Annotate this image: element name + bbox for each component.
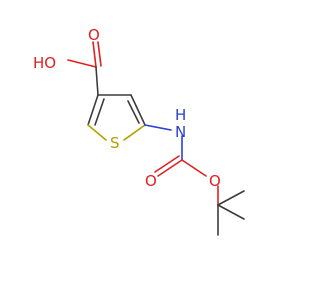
bond-c-oh — [67, 59, 97, 68]
label-amide-h: H — [175, 106, 186, 124]
bond-c-o-double-carbamate-b — [154, 155, 180, 173]
bond-c-o-double-b — [97, 41, 102, 67]
bond-c5-n — [144, 124, 172, 131]
carboxylic-acid-group — [67, 41, 102, 96]
bond-c5-c4 — [130, 94, 146, 126]
bond-c3-c2 — [87, 94, 99, 126]
label-carbamate-o-ester: O — [209, 172, 221, 190]
bond-c2-s — [87, 124, 107, 141]
tert-butyl-group — [217, 190, 245, 236]
label-carbamate-o-double: O — [145, 172, 157, 190]
molecule-structure: HO O S N H O O — [33, 26, 245, 236]
bond-tbu-me1 — [217, 190, 245, 206]
label-amide-n: N — [175, 123, 186, 141]
bond-c-o-ester — [181, 159, 207, 177]
label-ring-s: S — [110, 134, 120, 152]
carbamate-group — [154, 155, 219, 206]
thiophene-ring — [87, 94, 146, 141]
bond-c5-c4-inner — [127, 100, 140, 124]
bond-tbu-me2 — [217, 204, 245, 220]
bond-acid-ring — [95, 66, 99, 96]
bond-s-c5 — [123, 124, 146, 141]
amide-linkage — [144, 124, 183, 161]
label-carboxyl-oh: HO — [33, 54, 56, 72]
bond-c3-c2-inner — [94, 98, 105, 126]
bond-c-o-double-a — [92, 41, 97, 68]
bond-c-o-double-carbamate-a — [157, 159, 183, 177]
label-carboxyl-o: O — [88, 26, 100, 44]
